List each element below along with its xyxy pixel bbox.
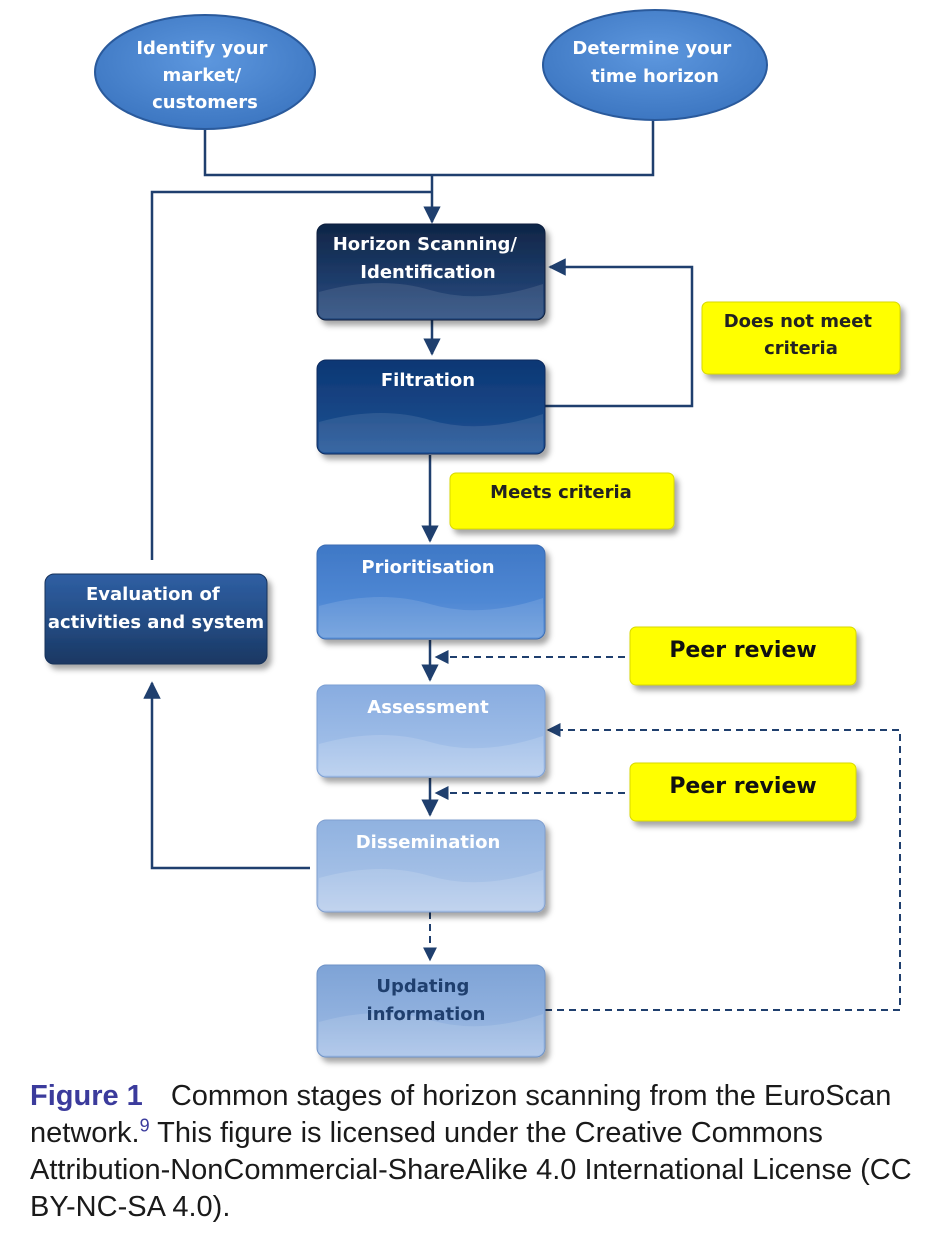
- svg-text:Horizon Scanning/ Identi: Horizon Scanning/ Identification: [333, 234, 524, 283]
- node-evaluation: Evaluation of activities and system: [44, 573, 268, 665]
- svg-text:Peer review: Peer review: [669, 638, 816, 663]
- note-not-meet: Does not meet criteria: [701, 301, 901, 375]
- note-peer2: Peer review: [629, 762, 857, 822]
- node-evaluation-line-2: activities and system: [48, 612, 264, 633]
- node-assessment-line-1: Assessment: [367, 697, 489, 718]
- svg-text:Prioritisation: Prioritisation: [361, 557, 494, 578]
- note-peer1-line-1: Peer review: [669, 638, 816, 663]
- node-market-line-1: Identify your: [136, 38, 267, 59]
- node-evaluation-line-1: Evaluation of: [86, 584, 220, 605]
- node-market-line-3: customers: [152, 92, 258, 113]
- note-peer1: Peer review: [629, 626, 857, 686]
- caption-reference[interactable]: 9: [139, 1115, 150, 1136]
- note-meets-line-1: Meets criteria: [490, 482, 632, 503]
- svg-text:Identify your market/: Identify your market/ customers: [136, 38, 273, 113]
- node-updating-line-2: information: [367, 1004, 486, 1025]
- node-scanning-line-2: Identification: [360, 262, 496, 283]
- note-not-meet-line-1: Does not meet: [724, 311, 873, 332]
- note-peer2-line-1: Peer review: [669, 774, 816, 799]
- connector-dissemination-to-evaluation: [143, 681, 310, 870]
- svg-text:Assessment: Assessment: [367, 697, 489, 718]
- svg-text:Determine your time hori: Determine your time horizon: [572, 38, 737, 87]
- connector-filtration-loop: [545, 258, 694, 408]
- svg-text:Dissemination: Dissemination: [356, 832, 501, 853]
- connector-market-to-scan: [203, 128, 432, 177]
- node-filtration: Filtration: [316, 359, 546, 455]
- caption-text-after: This figure is licensed under the Creati…: [30, 1117, 912, 1223]
- node-prioritisation-line-1: Prioritisation: [361, 557, 494, 578]
- svg-text:Meets criteria: Meets criteria: [490, 482, 632, 503]
- note-meets: Meets criteria: [449, 472, 675, 530]
- caption-label: Figure 1: [30, 1080, 143, 1112]
- node-updating-line-1: Updating: [376, 976, 469, 997]
- note-not-meet-line-2: criteria: [764, 338, 838, 359]
- svg-text:Updating information: Updating information: [367, 976, 486, 1025]
- node-time: Determine your time horizon: [542, 9, 768, 121]
- node-dissemination-line-1: Dissemination: [356, 832, 501, 853]
- svg-text:Evaluation of activities: Evaluation of activities and system: [48, 584, 264, 633]
- node-market: Identify your market/ customers: [94, 14, 316, 130]
- caption-text-before: Common stages of horizon scanning from t…: [30, 1080, 892, 1149]
- node-scanning: Horizon Scanning/ Identification: [316, 223, 546, 321]
- horizon-scanning-flowchart: Identify your market/ customers Determin…: [44, 9, 901, 1058]
- svg-text:Peer review: Peer review: [669, 774, 816, 799]
- node-assessment: Assessment: [316, 684, 546, 778]
- node-dissemination: Dissemination: [316, 819, 546, 913]
- connector-time-to-scan: [432, 118, 655, 177]
- node-updating: Updating information: [316, 964, 546, 1058]
- svg-text:Filtration: Filtration: [381, 370, 475, 391]
- node-market-line-2: market/: [163, 65, 242, 86]
- node-filtration-line-1: Filtration: [381, 370, 475, 391]
- node-time-line-1: Determine your: [572, 38, 731, 59]
- connector-evaluation-to-scan: [150, 190, 432, 560]
- dashed-connectors: [423, 650, 901, 1011]
- node-time-line-2: time horizon: [591, 66, 719, 87]
- svg-text:Does not meet criteria: Does not meet criteria: [724, 311, 879, 359]
- connectors: [143, 118, 694, 870]
- node-scanning-line-1: Horizon Scanning/: [333, 234, 518, 255]
- node-prioritisation: Prioritisation: [316, 544, 546, 640]
- connector-updating-loop: [545, 723, 901, 1011]
